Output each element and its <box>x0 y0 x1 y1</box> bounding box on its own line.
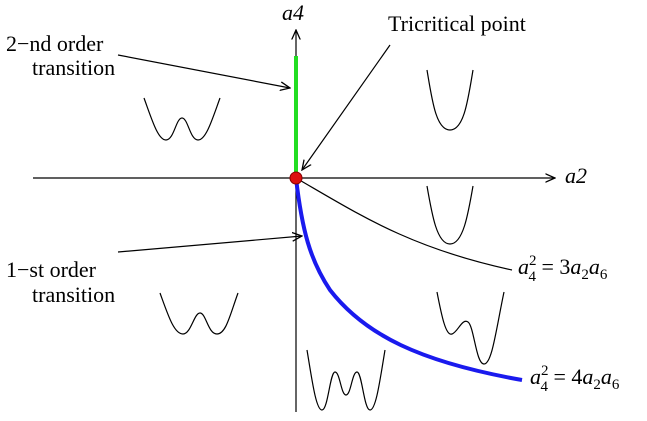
tricritical-label: Tricritical point <box>388 11 526 36</box>
potential-single-well-right <box>426 185 474 245</box>
upper-boundary-curve <box>295 177 513 271</box>
potential-double-well-upper-left <box>143 97 221 141</box>
potential-metastable-well-right <box>436 291 505 365</box>
horizontal-axis-label: a2 <box>565 163 587 188</box>
first-order-transition-curve <box>294 177 523 382</box>
first-order-label: 1−st order transition <box>6 257 115 307</box>
tricritical-point <box>289 171 303 185</box>
potential-triple-well-bottom <box>306 349 386 411</box>
vertical-axis-label: a4 <box>282 0 304 25</box>
second-order-label: 2−nd order transition <box>6 31 115 80</box>
potential-double-well-lower-left <box>159 292 239 335</box>
second-order-arrow <box>117 54 290 88</box>
tricritical-arrow <box>302 44 391 170</box>
potential-single-well-upper-right <box>426 69 474 131</box>
first-order-arrow <box>117 236 302 253</box>
